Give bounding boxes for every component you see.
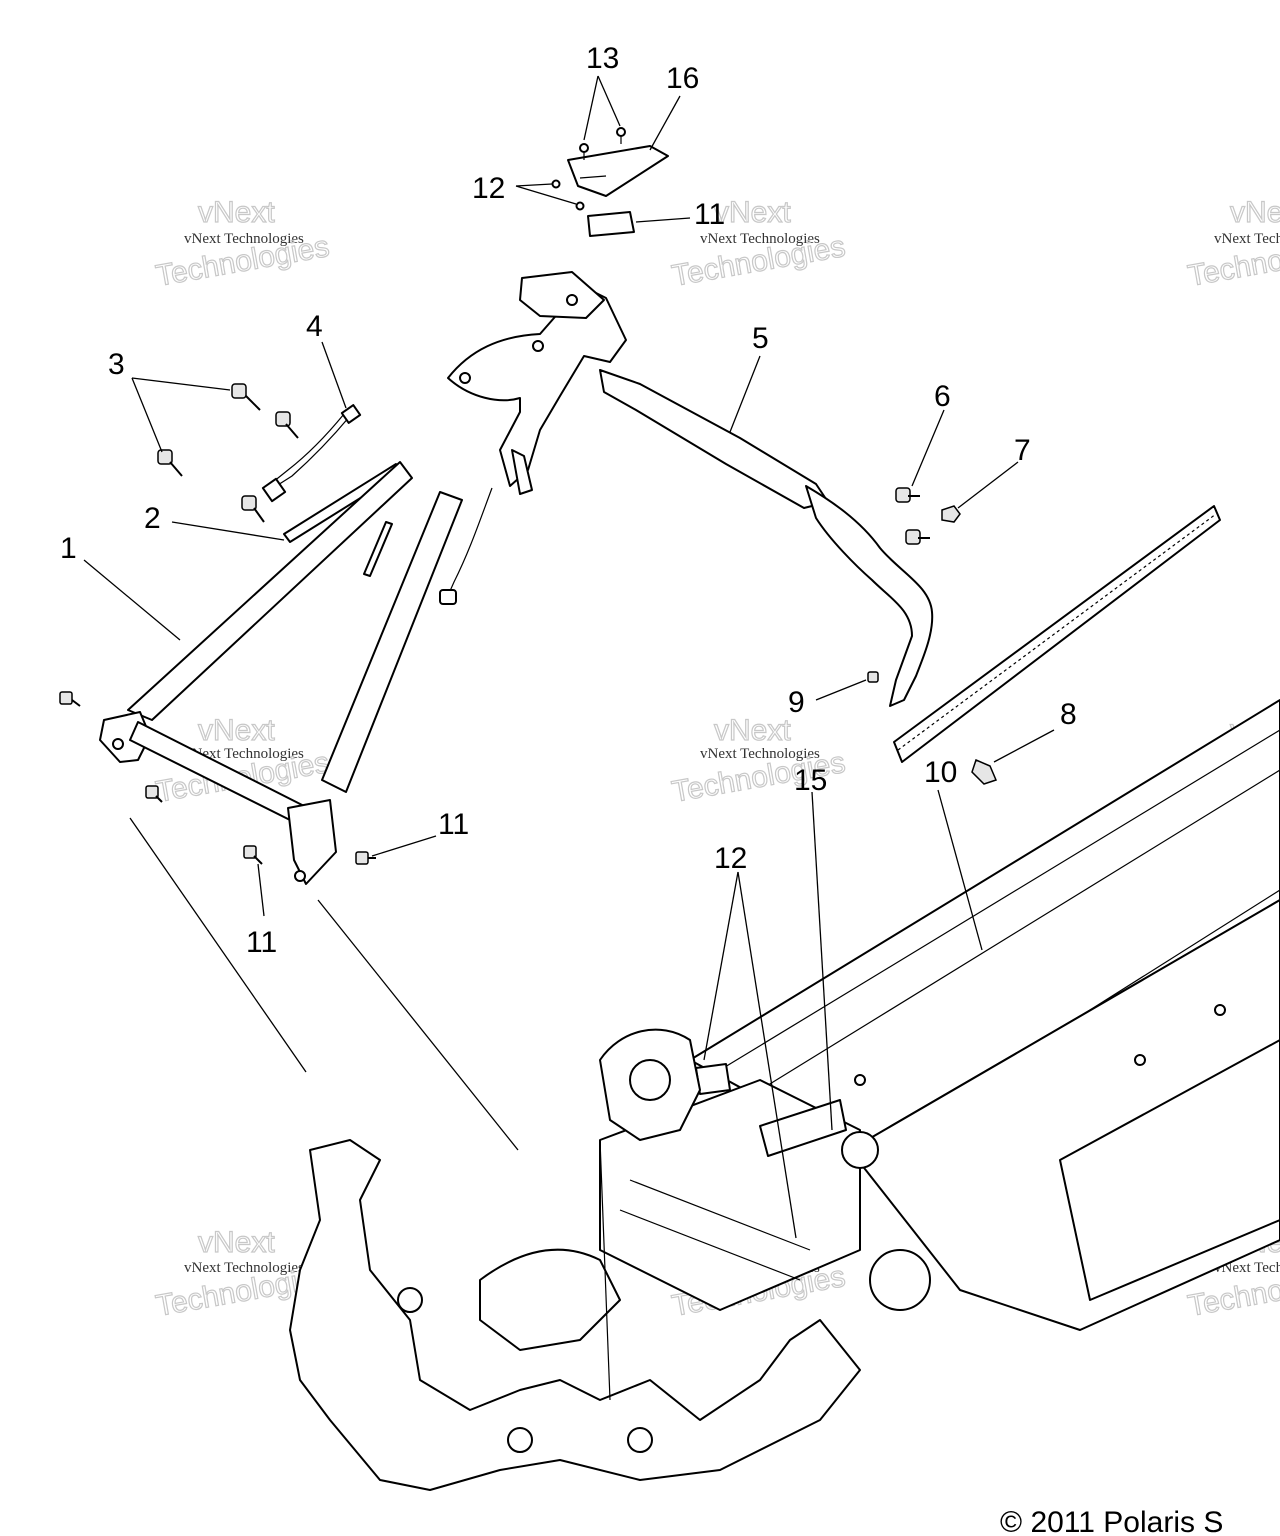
callout-13: 15 bbox=[794, 764, 827, 797]
chassis-frame bbox=[289, 1028, 931, 1491]
callout-12-bottom: 12 bbox=[714, 842, 747, 875]
callout-4: 4 bbox=[306, 310, 323, 343]
part-1-frame-tube-left bbox=[99, 461, 413, 763]
watermark-company: vNext Technologies bbox=[700, 231, 820, 247]
watermark-vnext: vNext bbox=[1230, 196, 1280, 229]
leader-lines bbox=[83, 75, 1055, 1239]
watermark-vnext: vNext bbox=[198, 196, 275, 229]
callout-14: 12 bbox=[472, 172, 505, 205]
part-7-nut bbox=[941, 505, 961, 523]
rail-strip bbox=[893, 505, 1221, 763]
callout-8: 8 bbox=[1060, 698, 1077, 731]
callout-1: 1 bbox=[60, 532, 77, 565]
part-5-steering-support bbox=[447, 271, 934, 707]
watermark-vnext: vNext bbox=[198, 1226, 275, 1259]
callout-2: 2 bbox=[144, 502, 161, 535]
part-3-bolts bbox=[157, 383, 299, 523]
part-8-wingnut bbox=[971, 758, 998, 785]
watermark-company: vNext Technologies bbox=[184, 746, 304, 762]
callout-3: 3 bbox=[108, 348, 125, 381]
callout-12-top: 11 bbox=[694, 198, 725, 231]
copyright-text: © 2011 Polaris S bbox=[1000, 1506, 1223, 1536]
part-12-decal-top bbox=[587, 211, 635, 237]
part-1-frame-tube-right bbox=[287, 491, 463, 885]
part-4-cable-sensor bbox=[261, 404, 362, 503]
part-14-clips bbox=[551, 179, 585, 211]
part-12-decals bbox=[695, 1063, 847, 1157]
watermark-company: vNext Technologies bbox=[184, 1260, 304, 1276]
callout-9: 9 bbox=[788, 686, 805, 719]
watermark-vnext: vNext bbox=[198, 714, 275, 747]
callout-15: 13 bbox=[586, 42, 619, 75]
part-6-bolts bbox=[895, 487, 930, 545]
callout-11-bottom: 11 bbox=[246, 926, 277, 959]
callout-11-right: 11 bbox=[438, 808, 469, 841]
callouts: 13 16 12 11 3 4 5 6 7 2 1 8 9 10 15 12 1… bbox=[60, 42, 1077, 959]
watermark-company: vNext Technologies bbox=[184, 231, 304, 247]
part-10-tunnel bbox=[689, 699, 1280, 1331]
part-cable-right bbox=[439, 487, 493, 605]
part-9-clip bbox=[867, 671, 879, 683]
watermark-company: vNext Technologies bbox=[1214, 231, 1280, 247]
part-16-cover-plate bbox=[567, 145, 669, 197]
fastener-bolts-frame bbox=[59, 691, 376, 865]
watermark-vnext: vNext bbox=[714, 196, 791, 229]
callout-16: 16 bbox=[666, 62, 699, 95]
callout-6: 6 bbox=[934, 380, 951, 413]
part-15-screws bbox=[579, 127, 626, 160]
watermark-company: vNext Technologies bbox=[1214, 1260, 1280, 1276]
callout-10: 10 bbox=[924, 756, 957, 789]
watermark-vnext: vNext bbox=[714, 714, 791, 747]
watermark-top-right: vNext vNext Technologies Technologies bbox=[1185, 195, 1280, 293]
callout-7: 7 bbox=[1014, 434, 1031, 467]
callout-5: 5 bbox=[752, 322, 769, 355]
watermark-company: vNext Technologies bbox=[700, 746, 820, 762]
watermark-top-left: vNext vNext Technologies Technologies bbox=[153, 195, 332, 293]
